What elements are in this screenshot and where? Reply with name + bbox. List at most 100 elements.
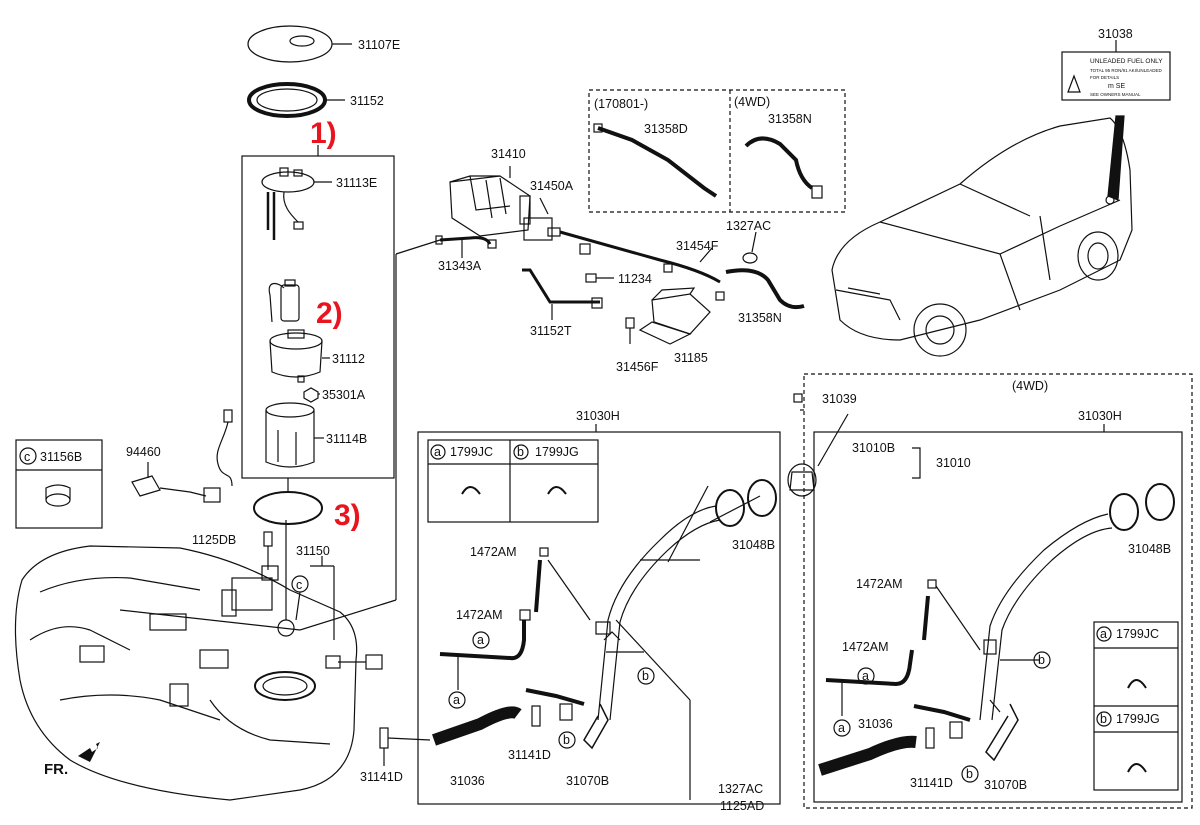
fuel-label-31038 (1061, 40, 1171, 101)
callout-1: 1) (310, 117, 337, 150)
label-94460: 94460 (126, 445, 161, 459)
fuel-label-unit: m SE (1108, 83, 1125, 90)
badge-b-2: b (563, 733, 570, 747)
label-31113E: 31113E (336, 176, 377, 190)
label-31358N-top: 31358N (768, 112, 812, 126)
variant-box (588, 89, 846, 213)
label-1472AM-4: 1472AM (842, 640, 889, 654)
badge-b-4: b (966, 767, 973, 781)
red-callouts: 1) 2) 3) (310, 117, 361, 532)
label-31156B: 31156B (40, 450, 82, 464)
fuel-label-line-2: FOR DETAILS (1090, 75, 1119, 80)
part-labels: 31107E 31152 31113E 31112 35301A 31114B … (40, 27, 1171, 813)
badge-b-1: b (642, 669, 649, 683)
fr-arrow (78, 742, 100, 762)
label-31038: 31038 (1098, 27, 1133, 41)
label-1327AC-top: 1327AC (726, 219, 771, 233)
label-31152T: 31152T (530, 324, 572, 338)
badge-circles (448, 631, 1051, 783)
bracket-31150 (291, 556, 335, 640)
label-1799JG-left: 1799JG (535, 445, 579, 459)
variant-4wd-top: (4WD) (734, 95, 770, 109)
label-31039: 31039 (822, 392, 857, 406)
hose-31343A (435, 235, 497, 258)
label-1472AM-2: 1472AM (456, 608, 503, 622)
label-31141D-left: 31141D (508, 748, 551, 762)
bolt-11234 (585, 273, 614, 283)
pipe-31152T (522, 268, 603, 320)
label-31343A: 31343A (438, 259, 482, 273)
label-31185: 31185 (674, 351, 708, 365)
badge-a-left-box: a (434, 445, 441, 459)
bracket-31185 (625, 287, 711, 345)
check-valve-31141D-left (379, 727, 431, 766)
label-31107E: 31107E (358, 38, 400, 52)
fuel-label-line-3: SEE OWNERS MANUAL (1090, 92, 1141, 97)
pump-motor (268, 279, 300, 323)
variant-4wd-filler: (4WD) (1012, 379, 1048, 393)
label-31358D: 31358D (644, 122, 688, 136)
filler-neck-pipe-right (979, 483, 1175, 721)
label-35301A: 35301A (322, 388, 366, 402)
badge-a-right-box: a (1100, 627, 1107, 641)
canister-31410 (449, 166, 591, 255)
badge-a-4: a (838, 721, 845, 735)
wire-harness-94460 (131, 409, 233, 503)
badge-c-cap: c (24, 450, 30, 464)
label-31036-left: 31036 (450, 774, 485, 788)
badge-labels: c c a b a b (24, 445, 1107, 726)
filler-neck-box (417, 424, 781, 805)
cap-31156B-box (15, 439, 103, 529)
label-1125DB: 1125DB (192, 533, 236, 547)
fuel-tank (14, 239, 441, 801)
label-1799JG-right: 1799JG (1116, 712, 1160, 726)
label-31010B: 31010B (852, 441, 895, 455)
bolt-35301A (303, 387, 320, 403)
callout-2: 2) (316, 297, 343, 330)
label-31456F: 31456F (616, 360, 659, 374)
badge-inline-labels: a a b b a a b b (453, 633, 1045, 781)
variant-labels: (170801-) (4WD) (4WD) (594, 95, 1048, 393)
hoses-left (432, 547, 691, 800)
label-31010: 31010 (936, 456, 971, 470)
badge-a-1: a (477, 633, 484, 647)
ring-31152 (247, 82, 345, 118)
label-31036-right: 31036 (858, 717, 893, 731)
label-31048B-left: 31048B (732, 538, 775, 552)
direction-fr: FR. (44, 761, 68, 778)
seal-ring-3 (253, 478, 323, 525)
label-31048B-right: 31048B (1128, 542, 1171, 556)
holder-31114B (265, 402, 324, 468)
badge-a-2: a (453, 693, 460, 707)
fuel-label-title: UNLEADED FUEL ONLY (1090, 58, 1163, 65)
badge-b-3: b (1038, 653, 1045, 667)
variant-170801: (170801-) (594, 97, 648, 111)
label-1472AM-1: 1472AM (470, 545, 517, 559)
badge-a-3: a (862, 669, 869, 683)
label-31114B: 31114B (326, 432, 367, 446)
seal-31107E (247, 25, 352, 63)
label-1472AM-3: 1472AM (856, 577, 903, 591)
label-1799JC-left: 1799JC (450, 445, 493, 459)
hose-31358N-left (725, 231, 805, 310)
label-31454F: 31454F (676, 239, 719, 253)
label-31141D-tank: 31141D (360, 770, 403, 784)
label-31030H-right: 31030H (1078, 409, 1122, 423)
label-31150: 31150 (296, 544, 330, 558)
label-31112: 31112 (332, 352, 365, 366)
badge-c-tank: c (296, 578, 302, 592)
label-31450A: 31450A (530, 179, 574, 193)
fuel-label-line-1: TOTAL 95 RON/91 AKI/UNLEADED (1090, 68, 1162, 73)
label-11234: 11234 (618, 272, 652, 286)
callout-3: 3) (334, 499, 361, 532)
label-31070B-left: 31070B (566, 774, 609, 788)
label-31070B-right: 31070B (984, 778, 1027, 792)
label-31152: 31152 (350, 94, 384, 108)
label-31358N: 31358N (738, 311, 782, 325)
filler-neck-box-4wd (803, 373, 1193, 809)
label-31410: 31410 (491, 147, 526, 161)
pump-flange-31113E (261, 167, 332, 240)
line-31454F (559, 230, 725, 301)
